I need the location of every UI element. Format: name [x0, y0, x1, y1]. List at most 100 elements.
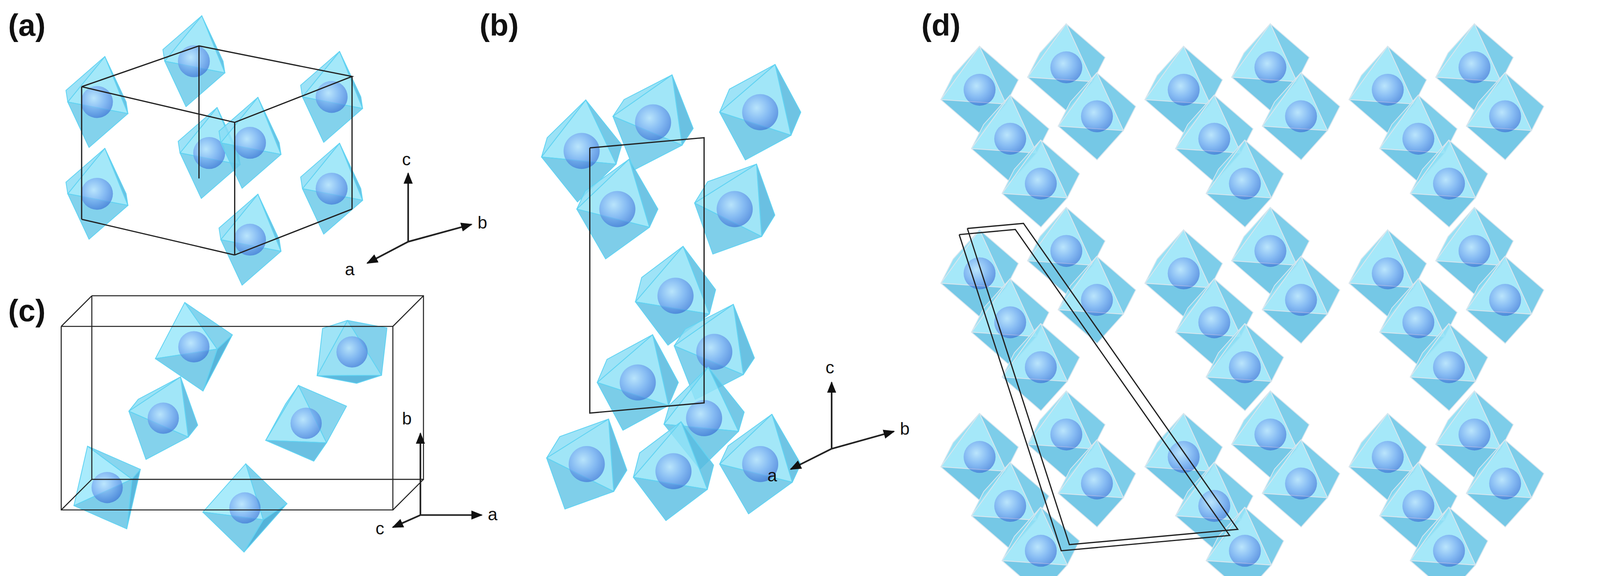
- metal-atom: [635, 104, 672, 141]
- metal-atom: [1081, 284, 1113, 316]
- metal-atom: [1167, 257, 1200, 290]
- metal-atom: [1284, 284, 1317, 316]
- octahedron: [317, 320, 387, 384]
- metal-atom: [1198, 306, 1230, 339]
- metal-atom: [994, 306, 1027, 339]
- metal-atom: [619, 364, 657, 401]
- metal-atom: [568, 446, 605, 483]
- axis-label: a: [344, 261, 355, 279]
- axis-arrow: [420, 514, 482, 517]
- metal-atom: [1167, 73, 1200, 106]
- metal-atom: [147, 402, 179, 434]
- metal-atom: [563, 133, 600, 170]
- metal-atom: [1489, 284, 1522, 316]
- metal-atom: [742, 94, 779, 131]
- axis-arrow: [790, 449, 832, 470]
- unit-cell-edge: [61, 479, 92, 511]
- metal-atom: [1458, 51, 1491, 84]
- metal-atom: [963, 73, 996, 106]
- metal-atom: [685, 400, 723, 437]
- metal-atom: [1254, 51, 1287, 84]
- octahedron: [1262, 256, 1340, 344]
- metal-atom: [1024, 351, 1057, 384]
- metal-atom: [1228, 535, 1261, 567]
- metal-atom: [1081, 100, 1113, 132]
- metal-atom: [619, 364, 657, 401]
- metal-atom: [1371, 73, 1404, 106]
- panel-label: (c): [8, 295, 46, 327]
- axis-arrow: [831, 431, 894, 450]
- metal-atom: [1489, 467, 1522, 500]
- metal-atom: [1402, 122, 1435, 155]
- metal-atom: [1050, 234, 1083, 267]
- metal-atom: [1198, 306, 1230, 339]
- metal-atom: [177, 45, 210, 77]
- metal-atom: [1489, 284, 1522, 316]
- metal-atom: [147, 402, 179, 434]
- metal-atom: [1402, 490, 1435, 523]
- metal-atom: [1402, 490, 1435, 523]
- axis-label: a: [487, 505, 498, 524]
- metal-atom: [1433, 167, 1465, 200]
- metal-atom: [1024, 167, 1057, 200]
- metal-atom: [994, 306, 1027, 339]
- metal-atom: [1081, 284, 1113, 316]
- metal-atom: [1081, 467, 1113, 500]
- metal-atom: [1167, 73, 1200, 106]
- unit-cell-edge: [392, 479, 424, 511]
- octahedron-face: [1262, 126, 1328, 160]
- octahedron: [576, 159, 658, 260]
- metal-atom: [994, 490, 1027, 523]
- metal-atom: [1024, 351, 1057, 384]
- octahedron: [300, 51, 363, 143]
- metal-atom: [1433, 351, 1465, 384]
- axis-label: a: [767, 467, 778, 485]
- octahedron: [300, 143, 363, 235]
- metal-atom: [994, 122, 1027, 155]
- metal-atom: [229, 492, 261, 524]
- panel-label: (d): [921, 10, 961, 41]
- metal-atom: [1402, 306, 1435, 339]
- unit-cell: [91, 295, 424, 480]
- metal-atom: [290, 407, 322, 439]
- panel-a: [65, 15, 363, 286]
- metal-atom: [696, 333, 733, 371]
- octahedron: [65, 56, 129, 148]
- metal-atom: [1489, 100, 1522, 132]
- axis-label: c: [401, 150, 411, 169]
- octahedron: [719, 64, 801, 160]
- metal-atom: [1198, 490, 1230, 523]
- octahedron: [1058, 72, 1136, 160]
- axis-label: b: [401, 410, 412, 428]
- metal-atom: [716, 191, 753, 228]
- octahedron: [719, 414, 801, 515]
- unit-cell: [967, 223, 1238, 545]
- octahedron-face: [1058, 309, 1124, 344]
- metal-atom: [1024, 167, 1057, 200]
- metal-atom: [696, 333, 733, 371]
- octahedron: [218, 97, 281, 189]
- metal-atom: [1228, 535, 1261, 567]
- metal-atom: [1228, 351, 1261, 384]
- metal-atom: [599, 191, 636, 228]
- axis-label: b: [899, 420, 910, 438]
- unit-cell-edge: [81, 219, 235, 255]
- metal-atom: [963, 441, 996, 473]
- metal-atom: [229, 492, 261, 524]
- axis-arrow: [367, 241, 409, 264]
- octahedron-face: [265, 440, 327, 462]
- metal-atom: [1024, 535, 1057, 567]
- octahedron-face: [317, 320, 382, 376]
- octahedron: [694, 164, 775, 255]
- octahedron: [612, 75, 693, 171]
- unit-cell: [61, 326, 393, 511]
- metal-atom: [963, 73, 996, 106]
- metal-atom: [1458, 418, 1491, 451]
- metal-atom: [234, 223, 266, 256]
- metal-atom: [80, 177, 113, 210]
- metal-atom: [234, 223, 266, 256]
- metal-atom: [1284, 467, 1317, 500]
- octahedron: [1466, 256, 1544, 344]
